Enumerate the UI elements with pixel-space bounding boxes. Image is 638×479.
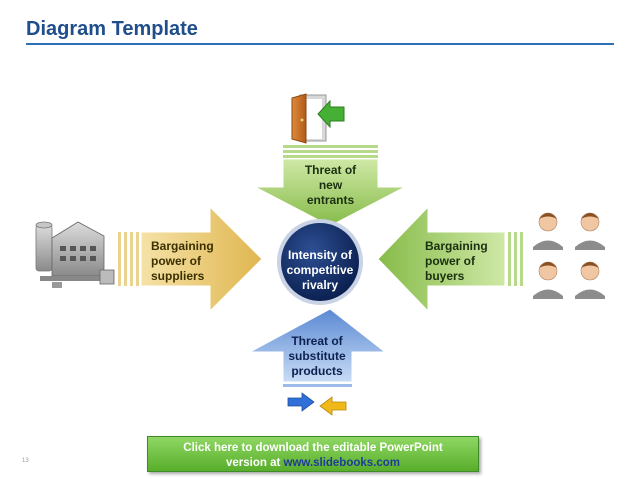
label-line: rivalry	[301, 278, 339, 292]
label-line: products	[291, 364, 343, 378]
page-number: 13	[22, 458, 29, 464]
label-line: Bargaining	[425, 239, 488, 253]
label-line: entrants	[306, 193, 355, 207]
label-suppliers: Bargaining power of suppliers	[151, 239, 231, 284]
door-entry-icon	[291, 93, 345, 144]
person-icon	[533, 212, 563, 250]
slidebooks-link[interactable]: www.slidebooks.com	[283, 457, 401, 469]
person-icon	[575, 261, 605, 299]
label-line: new	[318, 178, 343, 192]
label-line: power of	[425, 254, 475, 268]
label-line: competitive	[286, 263, 354, 277]
factory-icon	[35, 221, 115, 288]
label-line: Threat of	[291, 334, 343, 348]
label-new-entrants: Threat of new entrants	[283, 163, 378, 208]
substitute-arrows-icon	[287, 392, 347, 416]
people-icon	[533, 212, 605, 299]
label-line: Intensity of	[287, 248, 352, 262]
arrow-suppliers	[118, 205, 263, 313]
person-icon	[533, 261, 563, 299]
arrow-buyers	[377, 205, 523, 313]
label-line: Threat of	[304, 163, 357, 177]
download-banner-prefix: version at	[225, 457, 281, 469]
label-rivalry: Intensity of competitive rivalry	[275, 248, 365, 293]
arrow-new-entrants	[254, 145, 406, 227]
download-banner-button[interactable]: Click here to download the editable Powe…	[147, 436, 479, 472]
label-line: buyers	[425, 269, 465, 283]
download-banner-line2: version at www.slidebooks.com	[148, 456, 478, 471]
label-line: suppliers	[151, 269, 205, 283]
arrow-substitutes	[249, 308, 387, 387]
rivalry-circle	[277, 219, 363, 305]
label-substitutes: Threat of substitute products	[277, 334, 357, 379]
person-icon	[575, 212, 605, 250]
download-banner-line1: Click here to download the editable Powe…	[183, 442, 443, 454]
label-line: power of	[151, 254, 201, 268]
label-line: substitute	[288, 349, 346, 363]
title-underline	[26, 43, 614, 45]
slide-title: Diagram Template	[26, 18, 198, 40]
label-line: Bargaining	[151, 239, 214, 253]
label-buyers: Bargaining power of buyers	[425, 239, 505, 284]
